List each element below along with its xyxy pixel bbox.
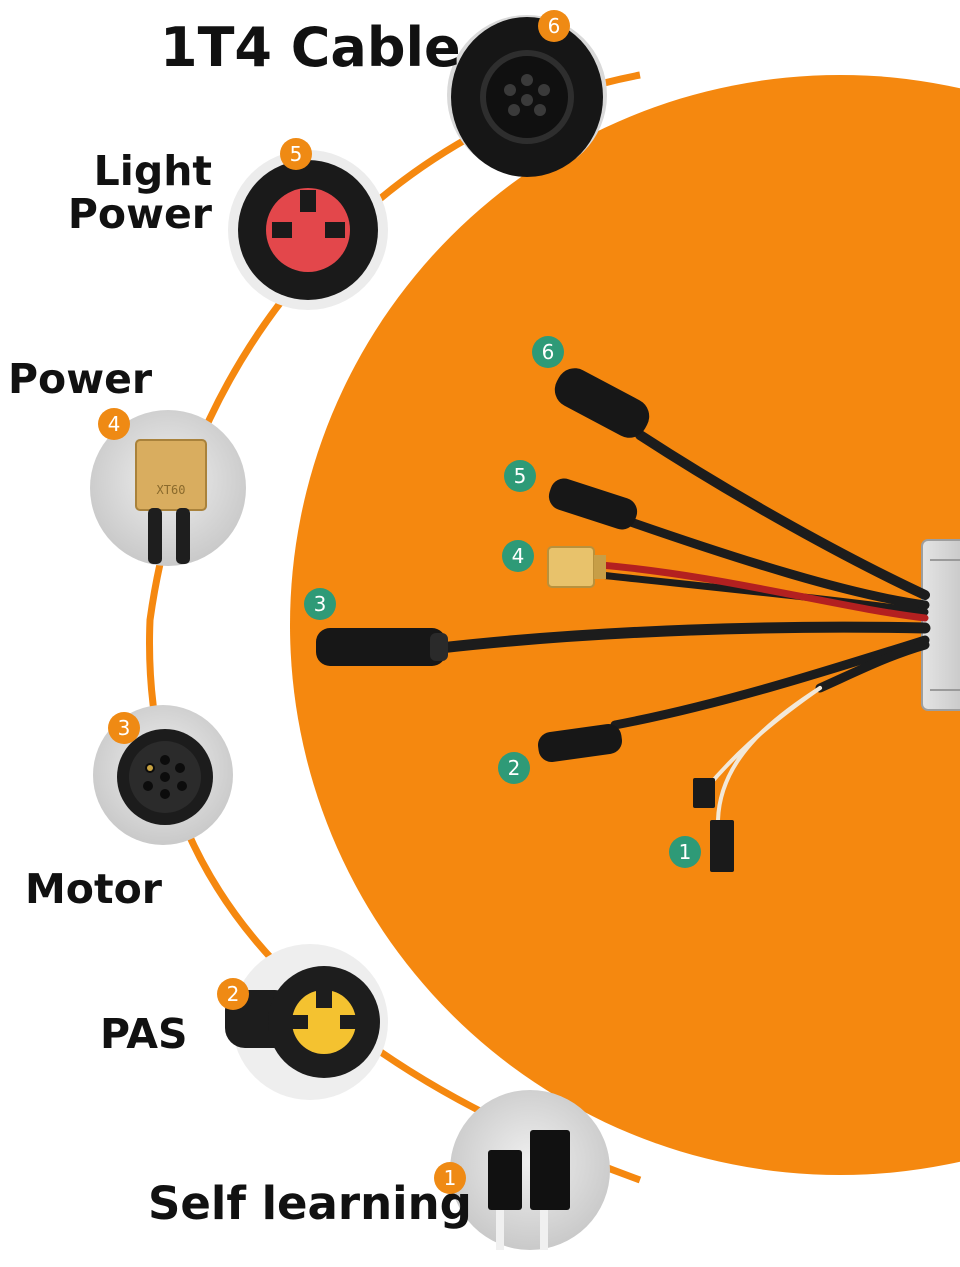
badge-3-harness: 3 — [304, 588, 336, 620]
cable-2 — [610, 635, 930, 730]
badge-2-harness: 2 — [498, 752, 530, 784]
badge-2-photo: 2 — [217, 978, 249, 1010]
label-self-learning: Self learning — [148, 1177, 472, 1230]
badge-4-photo: 4 — [98, 408, 130, 440]
label-light-power-line2: Power — [67, 190, 212, 239]
cable-3 — [434, 621, 931, 654]
badge-6-harness: 6 — [532, 336, 564, 368]
badge-4-harness: 4 — [502, 540, 534, 572]
photo-pas-connector — [225, 944, 388, 1100]
plug-5 — [548, 478, 638, 530]
label-light: Light — [93, 147, 212, 195]
cable-1 — [815, 640, 930, 693]
label-motor: Motor — [25, 865, 162, 913]
cable-harness — [434, 430, 931, 822]
cable-5 — [620, 515, 930, 610]
plug-6 — [554, 368, 650, 438]
photo-power-xt60-connector: XT60 — [90, 410, 246, 566]
photo-1t4-connector — [447, 15, 607, 177]
badge-6-photo: 6 — [538, 10, 570, 42]
badge-5-photo: 5 — [280, 138, 312, 170]
plug-3 — [316, 628, 448, 666]
plug-2 — [538, 723, 622, 763]
label-light-power: Light Power — [60, 147, 212, 239]
orange-background-disc — [290, 75, 960, 1175]
photo-light-power-connector — [228, 150, 388, 310]
wire-4-red — [596, 561, 929, 622]
badge-5-harness: 5 — [504, 460, 536, 492]
plug-1-self-learning — [693, 778, 734, 872]
badge-3-photo: 3 — [108, 712, 140, 744]
label-pas: PAS — [100, 1010, 188, 1058]
xt60-marking: XT60 — [157, 483, 186, 497]
plug-4-xt60 — [547, 546, 606, 588]
cable-6 — [635, 430, 930, 600]
badge-1-photo: 1 — [434, 1162, 466, 1194]
photo-self-learning-connector — [450, 1090, 610, 1250]
label-power: Power — [8, 355, 153, 403]
label-1t4-cable: 1T4 Cable — [160, 16, 461, 79]
photo-motor-connector — [93, 705, 233, 845]
badge-1-harness: 1 — [669, 836, 701, 868]
